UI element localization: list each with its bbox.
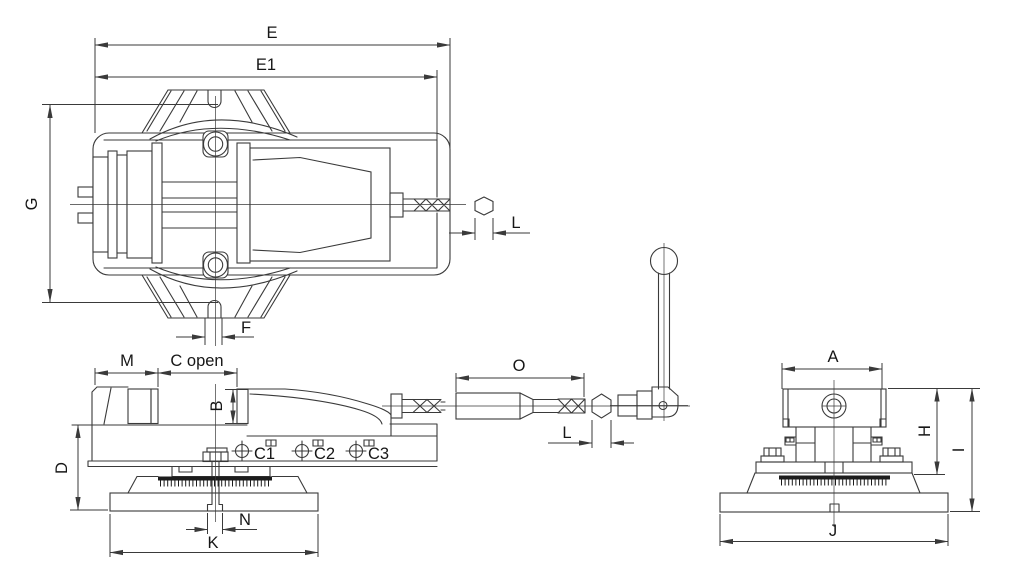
dim-label-o: O	[513, 357, 526, 375]
swivel-base-side-view	[127, 465, 308, 494]
dim-label-l-side: L	[562, 424, 571, 442]
dim-label-c3: C3	[368, 445, 389, 463]
fixed-jaw-plates-top-view	[92, 142, 163, 264]
extension-bar	[455, 392, 586, 420]
hex-section-side	[591, 393, 612, 419]
saddle-end-view	[784, 426, 883, 463]
hex-section-top	[474, 196, 494, 216]
end-view: A H I J	[719, 348, 980, 546]
dim-label-n: N	[239, 511, 251, 529]
lead-screw-top-view	[389, 192, 451, 218]
swivel-lobe-bottom	[141, 274, 291, 319]
dim-label-k: K	[207, 534, 218, 552]
dim-label-g: G	[23, 198, 41, 211]
side-view: M C open B D C1 C2 C3 N K O L	[53, 243, 690, 557]
swivel-base-end-view	[746, 461, 921, 494]
swivel-arc-bottom	[149, 266, 298, 289]
mount-slot-markers	[231, 439, 375, 462]
dim-label-e: E	[266, 24, 277, 42]
dim-label-a: A	[827, 348, 838, 366]
swivel-arc-top	[149, 119, 298, 142]
dims-side-view: M C open B D C1 C2 C3 N K O L	[53, 352, 634, 557]
dim-label-c2: C2	[314, 445, 335, 463]
fixed-jaw-side-view	[91, 386, 159, 462]
movable-jaw-side-view	[236, 388, 392, 437]
dim-label-i: I	[950, 448, 968, 453]
clamp-bolts-end-view	[760, 447, 904, 463]
dim-label-l-top: L	[511, 214, 520, 232]
dim-label-m: M	[120, 352, 134, 370]
dim-label-e1: E1	[256, 56, 276, 74]
base-plate-side-view	[109, 492, 319, 512]
handle-crank	[610, 243, 688, 421]
jaw-block-end-view	[782, 388, 887, 428]
vise-bed-side-view	[71, 423, 438, 468]
dims-top-view: E E1 G F L	[23, 24, 530, 345]
dim-label-c-open: C open	[170, 352, 223, 370]
dims-end-view: A H I J	[719, 348, 980, 546]
movable-jaw-plate-top-view	[236, 142, 251, 264]
dim-label-b: B	[208, 400, 226, 411]
dim-label-j: J	[829, 522, 837, 540]
top-view: E E1 G F L	[23, 24, 530, 346]
dim-label-h: H	[916, 425, 934, 437]
dim-label-c1: C1	[254, 445, 275, 463]
dim-label-f: F	[241, 319, 251, 337]
dim-label-d: D	[53, 462, 71, 474]
